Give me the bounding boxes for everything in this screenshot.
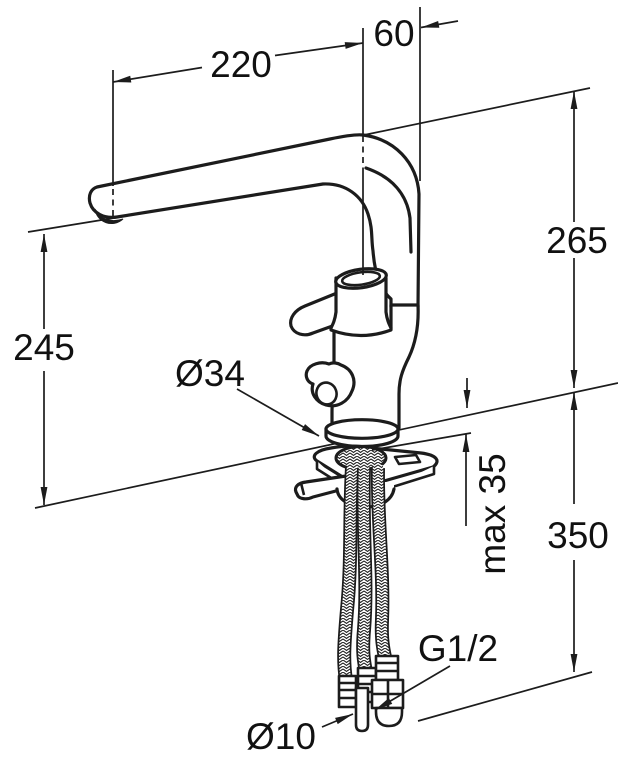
dimension-labels: 220 60 265 245 Ø34 350 max 35 G1/2 Ø10	[13, 13, 609, 757]
handle-cap-inner	[340, 270, 382, 287]
dim-label-pipe-diameter: Ø10	[246, 716, 316, 757]
fitting-g12-cap	[374, 706, 404, 728]
hose-fittings	[337, 654, 405, 733]
dim-220-right	[274, 42, 364, 57]
copper-pipe	[354, 686, 370, 733]
base-flange-top	[324, 418, 400, 440]
faucet-outline	[87, 133, 421, 449]
spout	[87, 133, 421, 309]
hose-right-braid	[372, 462, 392, 668]
dimension-lines	[27, 7, 593, 728]
spout-bend-detail-line	[364, 166, 413, 254]
fitting-g12-collar	[374, 654, 400, 682]
leader-diameter-34	[236, 388, 320, 437]
reference-line-spout-top	[363, 87, 591, 136]
hose-left-braid	[338, 462, 358, 686]
wing-handle-edge	[299, 482, 306, 496]
dim-label-spout-reach: 220	[210, 44, 272, 85]
diverter-knob-face	[315, 381, 338, 406]
dim-label-outlet-height: 245	[13, 327, 75, 368]
lever-handle	[289, 291, 340, 337]
reference-line-hose-bottom	[417, 671, 593, 722]
dim-label-height-above-deck: 265	[546, 220, 608, 261]
reference-line-counter-bottom	[371, 432, 472, 451]
fitting-left-ridges	[339, 681, 356, 700]
fitting-left	[337, 674, 358, 709]
fitting-g12-collar-ridges	[376, 661, 398, 673]
reference-line-outlet-bottom	[27, 216, 118, 233]
handle-housing	[329, 276, 393, 338]
hose-middle-braid	[357, 462, 372, 678]
leader-thread-g12	[374, 665, 451, 711]
mounting-plate-slot	[393, 453, 422, 466]
dim-label-spout-offset: 60	[373, 13, 414, 54]
dim-label-base-diameter: Ø34	[175, 353, 245, 394]
dim-60-arrow	[420, 20, 459, 29]
dim-220-left	[112, 66, 203, 83]
supply-hoses	[337, 462, 393, 686]
dim-label-max-counter-thickness: max 35	[472, 453, 513, 574]
deck-reference-line	[34, 382, 618, 509]
leader-diameter-10	[321, 713, 354, 728]
dim-label-below-counter-length: 350	[547, 515, 609, 556]
dim-label-connection-thread: G1/2	[418, 628, 498, 669]
